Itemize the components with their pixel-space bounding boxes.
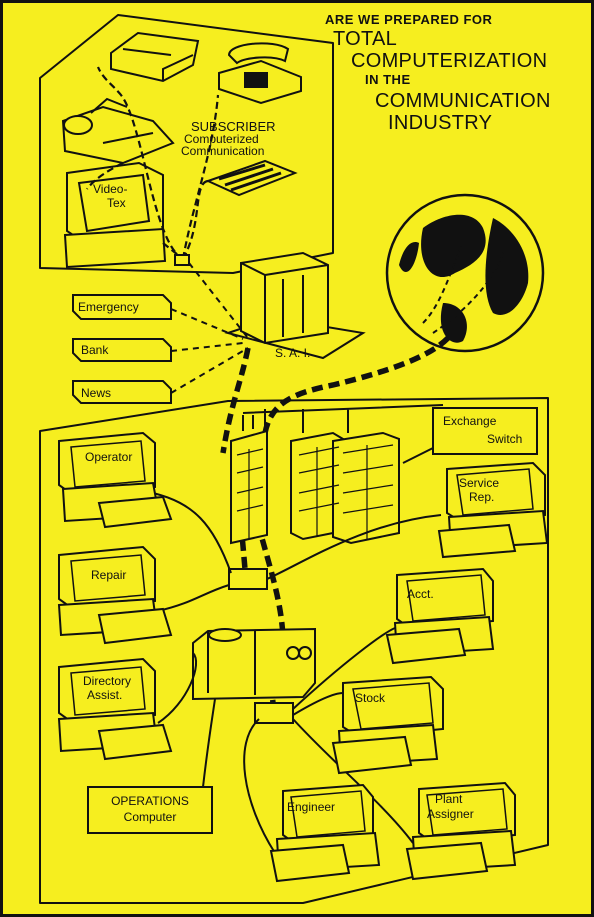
operations-label-box xyxy=(87,786,213,834)
operations-label-1: OPERATIONS xyxy=(111,794,189,808)
terminal-stock-label: Stock xyxy=(355,691,386,705)
subscriber-keyboard-icon xyxy=(205,159,298,197)
globe-icon xyxy=(385,193,545,353)
stock-terminal-icon xyxy=(331,675,444,775)
terminal-acct-label: Acct. xyxy=(407,587,434,601)
directory-assist-terminal-icon xyxy=(57,657,173,761)
exchange-switch-icon xyxy=(230,404,444,545)
upper-junction-box xyxy=(228,568,268,590)
diagram-artwork xyxy=(39,14,549,904)
sai-label: S. A. I. xyxy=(275,346,311,360)
subscriber-panel xyxy=(39,14,334,274)
exchange-line-1: Exchange xyxy=(443,414,497,428)
terminal-service-label-1: Service xyxy=(459,476,500,490)
subscriber-title: SUBSCRIBER xyxy=(191,119,276,134)
operations-label-2: Computer xyxy=(123,810,177,824)
videotex-line-1: Video- xyxy=(93,182,128,196)
acct-terminal-icon xyxy=(385,567,495,665)
terminal-directory-label-2: Assist. xyxy=(87,688,123,702)
terminal-operator-label: Operator xyxy=(85,450,133,464)
telephone-icon xyxy=(218,42,302,105)
header-line-5: COMMUNICATION xyxy=(375,90,551,112)
subscriber-line-2: Computerized xyxy=(184,132,259,146)
header-line-6: INDUSTRY xyxy=(388,112,493,134)
exchange-switch-box xyxy=(432,407,538,455)
news-tag xyxy=(72,380,172,404)
videotex-terminal-icon xyxy=(63,161,167,269)
engineer-terminal-icon xyxy=(269,783,381,883)
bank-tag xyxy=(72,338,172,362)
terminal-engineer-label: Engineer xyxy=(287,800,336,814)
service-news: News xyxy=(81,386,112,400)
operator-terminal-icon xyxy=(58,431,173,529)
videotex-line-2: Tex xyxy=(107,196,126,210)
subscriber-line-3: Communication xyxy=(181,144,265,158)
header-line-2: TOTAL xyxy=(333,28,398,50)
lower-junction-box xyxy=(254,702,294,724)
office-panel xyxy=(39,397,549,904)
terminal-directory-label-1: Directory xyxy=(83,674,132,688)
terminal-repair-label: Repair xyxy=(91,568,127,582)
service-bank: Bank xyxy=(81,343,109,357)
header-line-3: COMPUTERIZATION xyxy=(351,50,548,72)
fax-machine-icon xyxy=(110,31,200,83)
sai-cabinet-icon xyxy=(224,251,366,360)
service-emergency: Emergency xyxy=(78,300,139,314)
subscriber-junction-box xyxy=(174,254,190,266)
header-line-1: ARE WE PREPARED FOR xyxy=(325,12,493,27)
repair-terminal-icon xyxy=(57,545,173,645)
header-line-4: IN THE xyxy=(365,72,411,87)
terminal-plant-label-2: Assigner xyxy=(427,807,474,821)
terminal-service-label-2: Rep. xyxy=(469,490,495,504)
operations-computer-icon xyxy=(192,627,316,701)
emergency-tag xyxy=(72,294,172,320)
typewriter-icon xyxy=(61,97,175,165)
terminal-plant-label-1: Plant xyxy=(435,792,463,806)
plant-assigner-terminal-icon xyxy=(405,781,517,881)
service-rep-terminal-icon xyxy=(437,461,549,559)
exchange-line-2: Switch xyxy=(487,432,523,446)
